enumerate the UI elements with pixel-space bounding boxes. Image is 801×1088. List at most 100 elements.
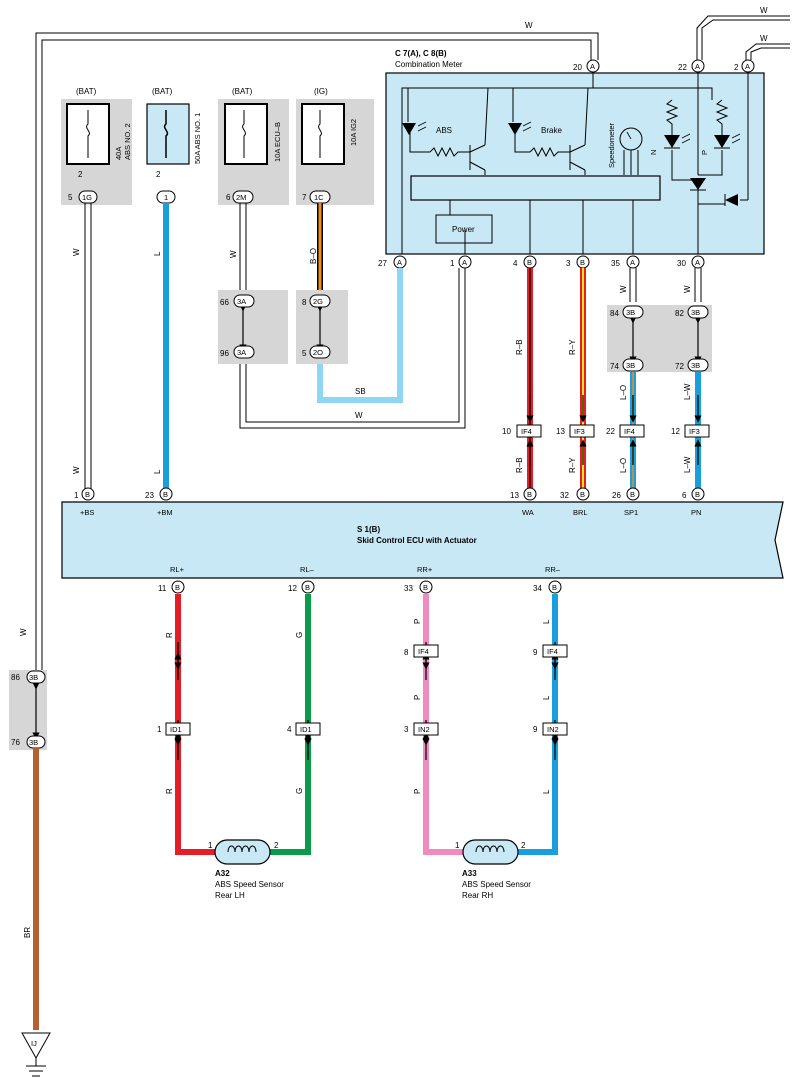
meter-pin-20: 20: [573, 63, 582, 72]
svg-text:+BS: +BS: [80, 508, 94, 517]
svg-text:2M: 2M: [236, 193, 246, 202]
svg-text:P: P: [413, 789, 422, 794]
svg-text:R–Y: R–Y: [568, 457, 577, 473]
svg-text:5: 5: [68, 193, 73, 202]
svg-text:W: W: [355, 411, 363, 420]
svg-text:12: 12: [288, 584, 297, 593]
meter-pin-3: 3: [566, 259, 571, 268]
wire-label-left-w: W: [19, 628, 28, 636]
svg-text:1: 1: [157, 725, 162, 734]
svg-text:L–W: L–W: [683, 456, 692, 473]
svg-text:(BAT): (BAT): [76, 87, 97, 96]
svg-text:W: W: [683, 285, 692, 293]
svg-text:4: 4: [287, 725, 292, 734]
svg-text:1: 1: [74, 491, 79, 500]
svg-text:ABS Speed Sensor: ABS Speed Sensor: [215, 880, 284, 889]
svg-text:R–B: R–B: [515, 339, 524, 355]
wire-label-top-2: W: [760, 6, 768, 15]
svg-text:2O: 2O: [313, 348, 323, 357]
svg-text:L–O: L–O: [619, 458, 628, 473]
svg-text:2: 2: [274, 841, 279, 850]
meter-codes: C 7(A), C 8(B): [395, 49, 447, 58]
svg-text:23: 23: [145, 491, 154, 500]
fuse-40a-abs-no2: (BAT) 40A ABS NO. 2 2 5 1G: [61, 87, 132, 205]
svg-text:1: 1: [164, 193, 168, 202]
svg-text:(BAT): (BAT): [152, 87, 173, 96]
svg-text:R–Y: R–Y: [568, 339, 577, 355]
svg-text:B: B: [423, 583, 428, 592]
svg-text:8: 8: [302, 298, 307, 307]
svg-text:6: 6: [226, 193, 231, 202]
svg-text:3B: 3B: [29, 738, 38, 747]
svg-text:B: B: [527, 490, 532, 499]
svg-text:72: 72: [675, 362, 684, 371]
meter-pin-4: 4: [513, 259, 518, 268]
svg-text:66: 66: [220, 298, 229, 307]
svg-text:13: 13: [510, 491, 519, 500]
meter-pin-27: 27: [378, 259, 387, 268]
svg-text:ABS Speed Sensor: ABS Speed Sensor: [462, 880, 531, 889]
svg-text:10A ECU–B: 10A ECU–B: [273, 122, 282, 162]
svg-text:IF4: IF4: [624, 427, 635, 436]
svg-text:1: 1: [208, 841, 213, 850]
svg-text:IF3: IF3: [574, 427, 585, 436]
svg-text:2: 2: [156, 170, 161, 179]
meter-pin-27-conn: A: [397, 258, 402, 267]
svg-text:1G: 1G: [82, 193, 92, 202]
svg-text:+BM: +BM: [157, 508, 173, 517]
svg-text:A32: A32: [215, 869, 230, 878]
svg-text:82: 82: [675, 309, 684, 318]
n-label: N: [649, 150, 658, 155]
svg-text:22: 22: [606, 427, 615, 436]
svg-text:3B: 3B: [626, 308, 635, 317]
svg-text:R–B: R–B: [515, 457, 524, 473]
svg-text:8: 8: [404, 648, 409, 657]
wire-label-top-3: W: [760, 34, 768, 43]
svg-text:32: 32: [560, 491, 569, 500]
svg-text:S 1(B): S 1(B): [357, 525, 380, 534]
svg-text:L: L: [153, 251, 162, 256]
svg-text:IN2: IN2: [547, 725, 559, 734]
svg-text:RL–: RL–: [300, 565, 315, 574]
svg-text:11: 11: [158, 584, 167, 593]
svg-text:26: 26: [612, 491, 621, 500]
svg-text:Skid Control ECU with Actuator: Skid Control ECU with Actuator: [357, 536, 477, 545]
junction-74-3b: 74 3B: [610, 358, 644, 372]
svg-text:3: 3: [404, 725, 409, 734]
svg-text:R: R: [165, 632, 174, 638]
svg-text:BR: BR: [23, 927, 32, 938]
svg-text:RR+: RR+: [417, 565, 433, 574]
svg-text:6: 6: [682, 491, 687, 500]
svg-text:74: 74: [610, 362, 619, 371]
svg-text:L–O: L–O: [619, 385, 628, 400]
svg-text:A33: A33: [462, 869, 477, 878]
svg-text:ID1: ID1: [300, 725, 312, 734]
junction-5-2o: 5 2O: [302, 345, 331, 359]
svg-text:B: B: [552, 583, 557, 592]
svg-text:W: W: [229, 250, 238, 258]
svg-text:33: 33: [404, 584, 413, 593]
svg-text:B: B: [85, 490, 90, 499]
svg-text:IF4: IF4: [418, 647, 429, 656]
svg-text:SP1: SP1: [624, 508, 638, 517]
ecu-top-pins: 1 B +BS 23 B +BM 13 B WA 32 B BRL 26 B S…: [74, 487, 705, 517]
svg-text:W: W: [619, 285, 628, 293]
sensor-wires: [33, 594, 558, 1030]
svg-text:IN2: IN2: [418, 725, 430, 734]
meter-pin-35: 35: [611, 259, 620, 268]
svg-text:B–O: B–O: [309, 248, 318, 264]
svg-text:R: R: [165, 788, 174, 794]
meter-pin-1-conn: A: [462, 258, 467, 267]
svg-text:(IG): (IG): [314, 87, 328, 96]
top-w-wires: [35, 15, 790, 680]
svg-text:Rear LH: Rear LH: [215, 891, 245, 900]
meter-pin-22: 22: [678, 63, 687, 72]
fuse-10a-ig2: (IG) 10A IG2 7 1C: [296, 87, 374, 205]
svg-text:ABS NO. 2: ABS NO. 2: [123, 123, 132, 160]
svg-text:40A: 40A: [114, 147, 123, 160]
wire-label-top-1: W: [525, 21, 533, 30]
junction-8-2g: 8 2G: [302, 294, 331, 308]
meter-pin-2-conn: A: [745, 62, 750, 71]
svg-text:12: 12: [671, 427, 680, 436]
meter-pin-30-conn: A: [695, 258, 700, 267]
